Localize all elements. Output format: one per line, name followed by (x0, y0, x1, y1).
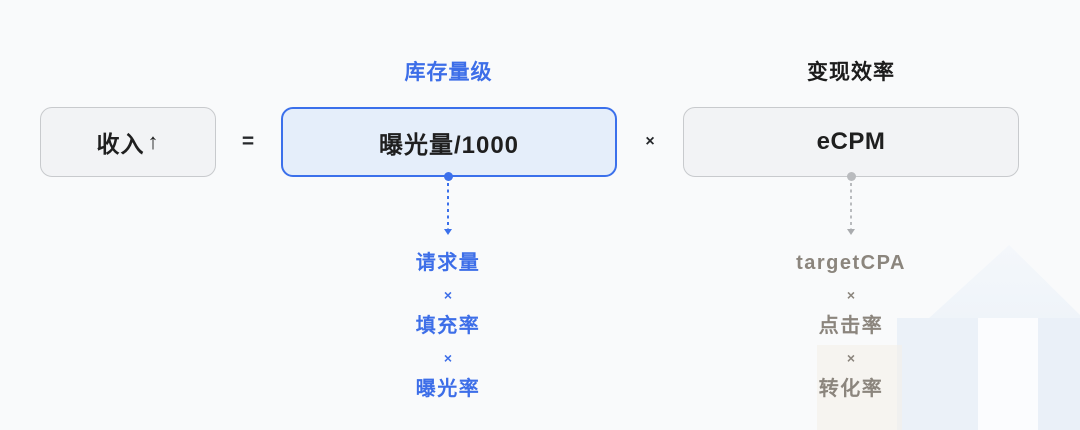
dotted-line (849, 183, 853, 229)
watermark-arrow-shaft (978, 318, 1038, 430)
ecpm-box: eCPM (683, 107, 1019, 177)
inventory-scale-header: 库存量级 (404, 61, 493, 84)
dotted-arrow-gray (845, 172, 857, 235)
revenue-box: 收入 ↑ (40, 107, 216, 177)
arrow-down-icon (847, 229, 855, 235)
inventory-breakdown-chain: 请求量 × 填充率 × 曝光率 (338, 252, 558, 401)
impressions-label: 曝光量/1000 (378, 131, 520, 159)
breakdown-term: 转化率 (818, 378, 884, 400)
up-arrow-icon: ↑ (147, 129, 160, 154)
breakdown-term: 点击率 (818, 315, 884, 337)
dotted-arrow-blue (442, 172, 454, 235)
multiply-operator: × (443, 287, 453, 303)
breakdown-term: 曝光率 (415, 378, 481, 400)
multiply-operator: × (846, 350, 856, 366)
monetization-efficiency-header: 变现效率 (807, 61, 895, 84)
ecpm-label: eCPM (816, 128, 886, 155)
arrow-origin-dot (443, 172, 453, 181)
watermark-bar-right (1038, 318, 1080, 430)
multiply-sign: × (645, 133, 655, 150)
breakdown-term: 请求量 (415, 252, 481, 274)
arrow-down-icon (444, 229, 452, 235)
breakdown-term: targetCPA (796, 252, 906, 274)
equals-sign: = (241, 130, 255, 153)
multiply-operator: × (846, 287, 856, 303)
efficiency-breakdown-chain: targetCPA × 点击率 × 转化率 (741, 252, 961, 401)
breakdown-term: 填充率 (415, 315, 481, 337)
arrow-origin-dot (846, 172, 856, 181)
dotted-line (446, 183, 450, 229)
impressions-box: 曝光量/1000 (281, 107, 617, 177)
watermark-bar-left (897, 318, 978, 430)
watermark-warm-tint (817, 345, 902, 430)
multiply-operator: × (443, 350, 453, 366)
revenue-label: 收入 (96, 131, 145, 157)
